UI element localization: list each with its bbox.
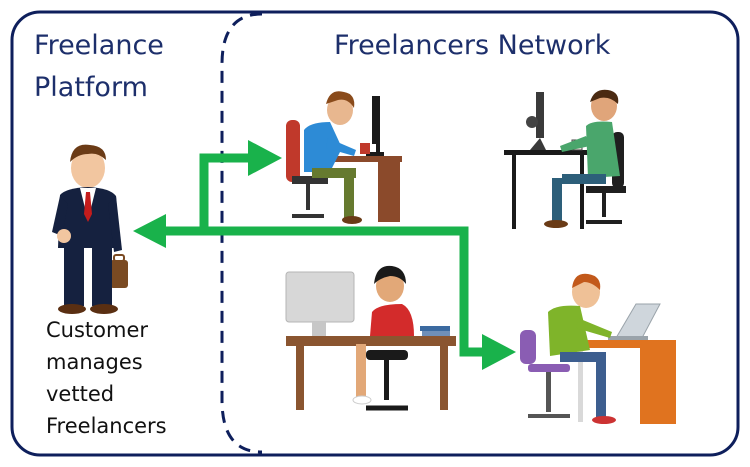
customer-caption-line: vetted [46,382,115,406]
connection-arrows [160,153,488,357]
arrowhead-to-customer [133,214,166,248]
freelancer-desk-green-shirt-icon [504,89,626,229]
arrowhead-to-freelancer-red-chair [248,140,282,176]
customer-caption-line: Freelancers [46,414,167,438]
arrow-line-customer-to-freelancer-laptop [160,226,488,357]
freelancer-desk-red-chair-icon [286,91,402,224]
arrow-line-branch-to-freelancer-red-chair [199,153,250,231]
network-title: Freelancers Network [334,30,611,61]
platform-title-line1: Freelance [34,30,164,61]
platform-title-line2: Platform [34,72,148,103]
freelancer-desk-laptop-icon [520,273,676,424]
freelancer-desk-red-top-icon [285,265,456,411]
customer-caption-line: manages [46,350,143,374]
customer-caption-line: Customer [46,318,149,342]
customer-businessman-icon [52,144,128,314]
arrowhead-to-freelancer-laptop [482,334,516,370]
